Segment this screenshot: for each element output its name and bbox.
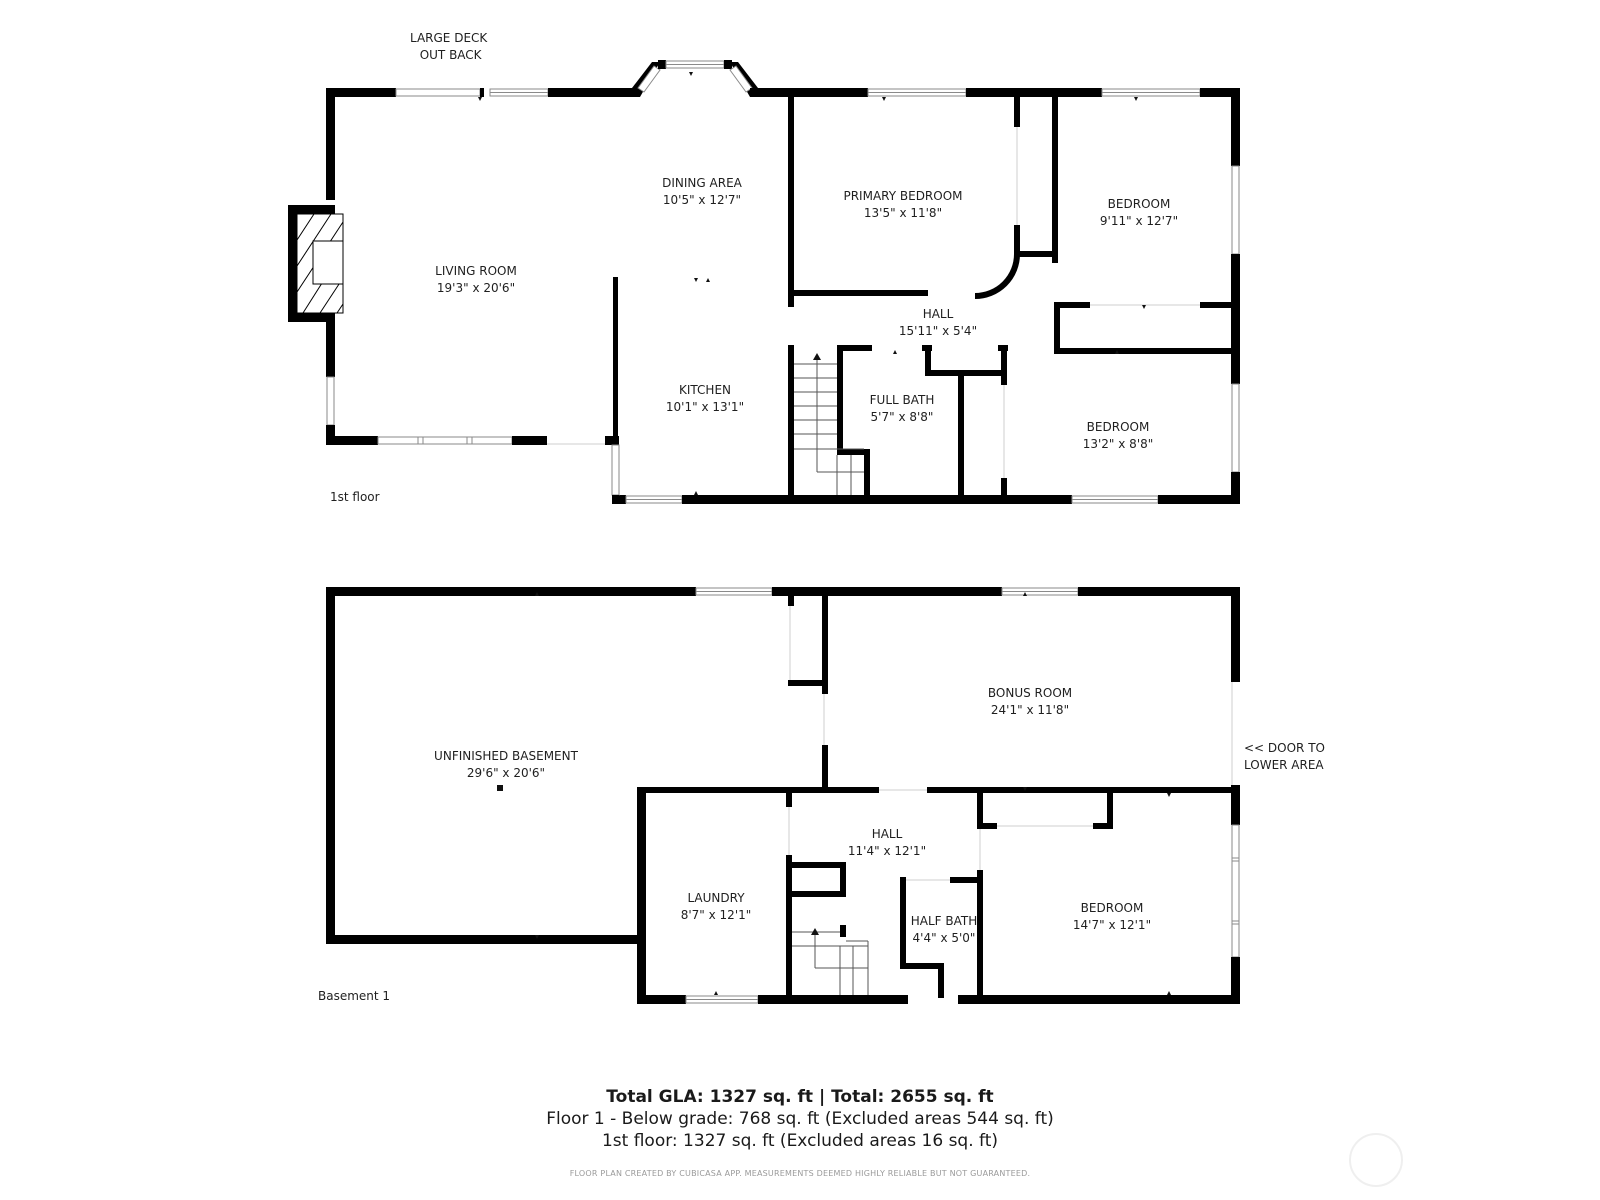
room-dims: 10'1" x 13'1"	[665, 400, 745, 414]
door-note-line-1: << DOOR TO	[1244, 741, 1325, 755]
room-hall-lower: HALL 11'4" x 12'1"	[848, 826, 926, 860]
room-primary-bedroom: PRIMARY BEDROOM 13'5" x 11'8"	[843, 188, 962, 222]
room-dims: 19'3" x 20'6"	[436, 281, 516, 295]
room-dining-area: DINING AREA 10'5" x 12'7"	[662, 175, 742, 209]
room-name: KITCHEN	[679, 383, 731, 397]
room-name: BEDROOM	[1107, 197, 1171, 211]
below-grade-area-line: Floor 1 - Below grade: 768 sq. ft (Exclu…	[546, 1109, 1054, 1129]
room-name: HALF BATH	[910, 914, 978, 928]
room-dims: 5'7" x 8'8"	[870, 410, 934, 424]
room-name: BEDROOM	[1086, 420, 1150, 434]
room-dims: 24'1" x 11'8"	[990, 703, 1070, 717]
room-dims: 10'5" x 12'7"	[662, 193, 742, 207]
room-bonus-room: BONUS ROOM 24'1" x 11'8"	[988, 685, 1072, 719]
room-dims: 13'2" x 8'8"	[1082, 437, 1154, 451]
room-name: BEDROOM	[1080, 901, 1144, 915]
room-dims: 11'4" x 12'1"	[847, 844, 927, 858]
room-unfinished-basement: UNFINISHED BASEMENT 29'6" x 20'6"	[434, 748, 578, 782]
first-floor-area-line: 1st floor: 1327 sq. ft (Excluded areas 1…	[601, 1131, 999, 1151]
room-name: FULL BATH	[869, 393, 935, 407]
watermark-circle-icon	[1349, 1133, 1403, 1187]
room-full-bath: FULL BATH 5'7" x 8'8"	[870, 392, 935, 426]
total-area-line: Total GLA: 1327 sq. ft | Total: 2655 sq.…	[606, 1087, 994, 1107]
room-bedroom-2: BEDROOM 13'2" x 8'8"	[1083, 419, 1154, 453]
room-name: LAUNDRY	[687, 891, 745, 905]
area-summary: Total GLA: 1327 sq. ft | Total: 2655 sq.…	[0, 1086, 1600, 1152]
room-name: UNFINISHED BASEMENT	[434, 749, 578, 763]
room-dims: 29'6" x 20'6"	[466, 766, 546, 780]
room-name: HALL	[871, 827, 903, 841]
room-dims: 4'4" x 5'0"	[912, 931, 976, 945]
room-living-room: LIVING ROOM 19'3" x 20'6"	[435, 263, 517, 297]
room-hall-upper: HALL 15'11" x 5'4"	[899, 306, 977, 340]
room-name: HALL	[922, 307, 954, 321]
disclaimer-footnote: FLOOR PLAN CREATED BY CUBICASA APP. MEAS…	[569, 1169, 1031, 1178]
room-dims: 13'5" x 11'8"	[863, 206, 943, 220]
room-name: DINING AREA	[662, 176, 742, 190]
room-laundry: LAUNDRY 8'7" x 12'1"	[681, 890, 752, 924]
room-dims: 8'7" x 12'1"	[680, 908, 752, 922]
deck-note: LARGE DECK OUT BACK	[410, 30, 487, 64]
room-name: PRIMARY BEDROOM	[843, 189, 963, 203]
room-name: LIVING ROOM	[435, 264, 517, 278]
door-note: << DOOR TO LOWER AREA	[1244, 740, 1325, 774]
door-note-line-2: LOWER AREA	[1244, 758, 1324, 772]
room-dims: 9'11" x 12'7"	[1099, 214, 1179, 228]
deck-note-line-1: LARGE DECK	[410, 31, 488, 45]
room-half-bath: HALF BATH 4'4" x 5'0"	[911, 913, 978, 947]
room-dims: 14'7" x 12'1"	[1072, 918, 1152, 932]
room-bedroom-1: BEDROOM 9'11" x 12'7"	[1100, 196, 1178, 230]
basement-plan	[326, 587, 1240, 1004]
room-dims: 15'11" x 5'4"	[898, 324, 978, 338]
floor-label-first: 1st floor	[330, 490, 380, 504]
room-name: BONUS ROOM	[987, 686, 1073, 700]
floor-label-basement: Basement 1	[318, 989, 391, 1003]
first-floor-plan	[288, 60, 1240, 504]
room-bedroom-basement: BEDROOM 14'7" x 12'1"	[1073, 900, 1151, 934]
deck-note-line-2: OUT BACK	[419, 48, 482, 62]
room-kitchen: KITCHEN 10'1" x 13'1"	[666, 382, 744, 416]
